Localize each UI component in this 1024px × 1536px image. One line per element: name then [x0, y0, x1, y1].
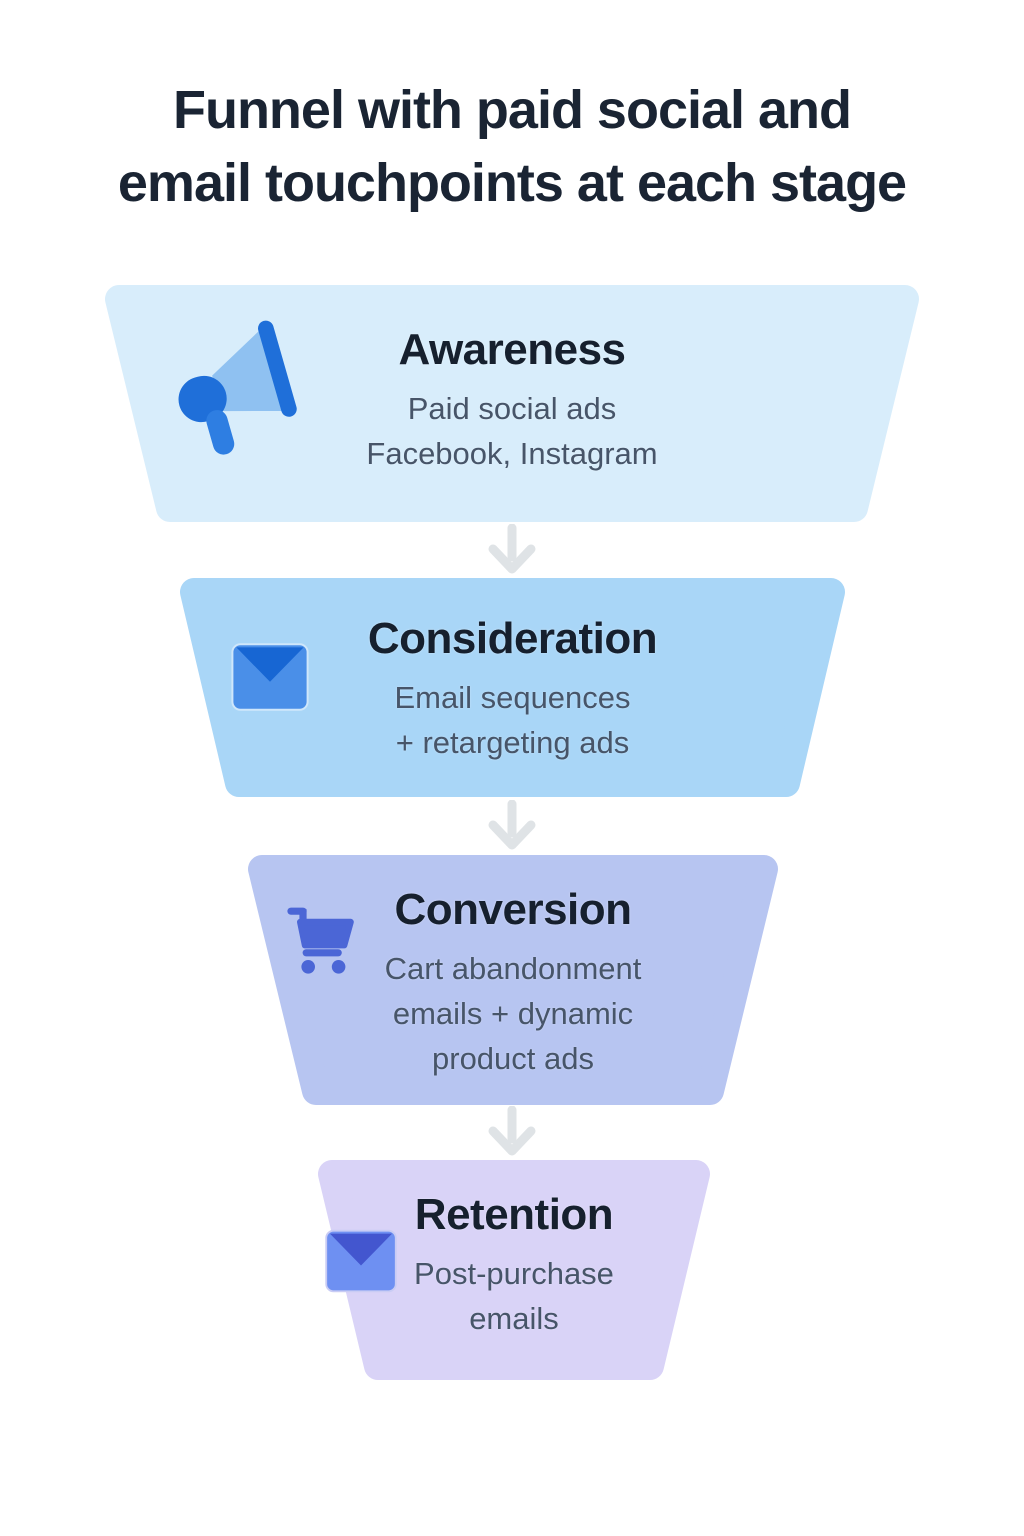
envelope-icon	[325, 1229, 397, 1293]
envelope-icon	[231, 643, 309, 711]
arrow-down-icon	[488, 524, 536, 574]
arrow-down-icon	[488, 1106, 536, 1156]
stage-consideration-trapezoid	[180, 578, 845, 797]
page-title-line2: email touchpoints at each stage	[117, 153, 907, 214]
megaphone-icon	[178, 320, 297, 455]
stage-retention-label: Retention	[414, 1190, 614, 1239]
page-title-line1: Funnel with paid social and	[172, 80, 852, 140]
arrow-down-icon	[488, 800, 536, 850]
stage-consideration: Consideration Email sequences+ retargeti…	[180, 578, 845, 797]
stage-retention-trapezoid	[318, 1160, 710, 1380]
page-title: Funnel with paid social and email touchpo…	[0, 74, 1024, 221]
shopping-cart-icon	[287, 907, 354, 974]
stage-consideration-description: Email sequences+ retargeting ads	[394, 680, 631, 760]
stage-awareness-trapezoid	[105, 285, 919, 522]
stage-conversion-trapezoid	[248, 855, 778, 1105]
stage-conversion-label: Conversion	[394, 885, 632, 934]
stage-consideration-label: Consideration	[367, 614, 658, 663]
stage-awareness-label: Awareness	[398, 325, 626, 374]
